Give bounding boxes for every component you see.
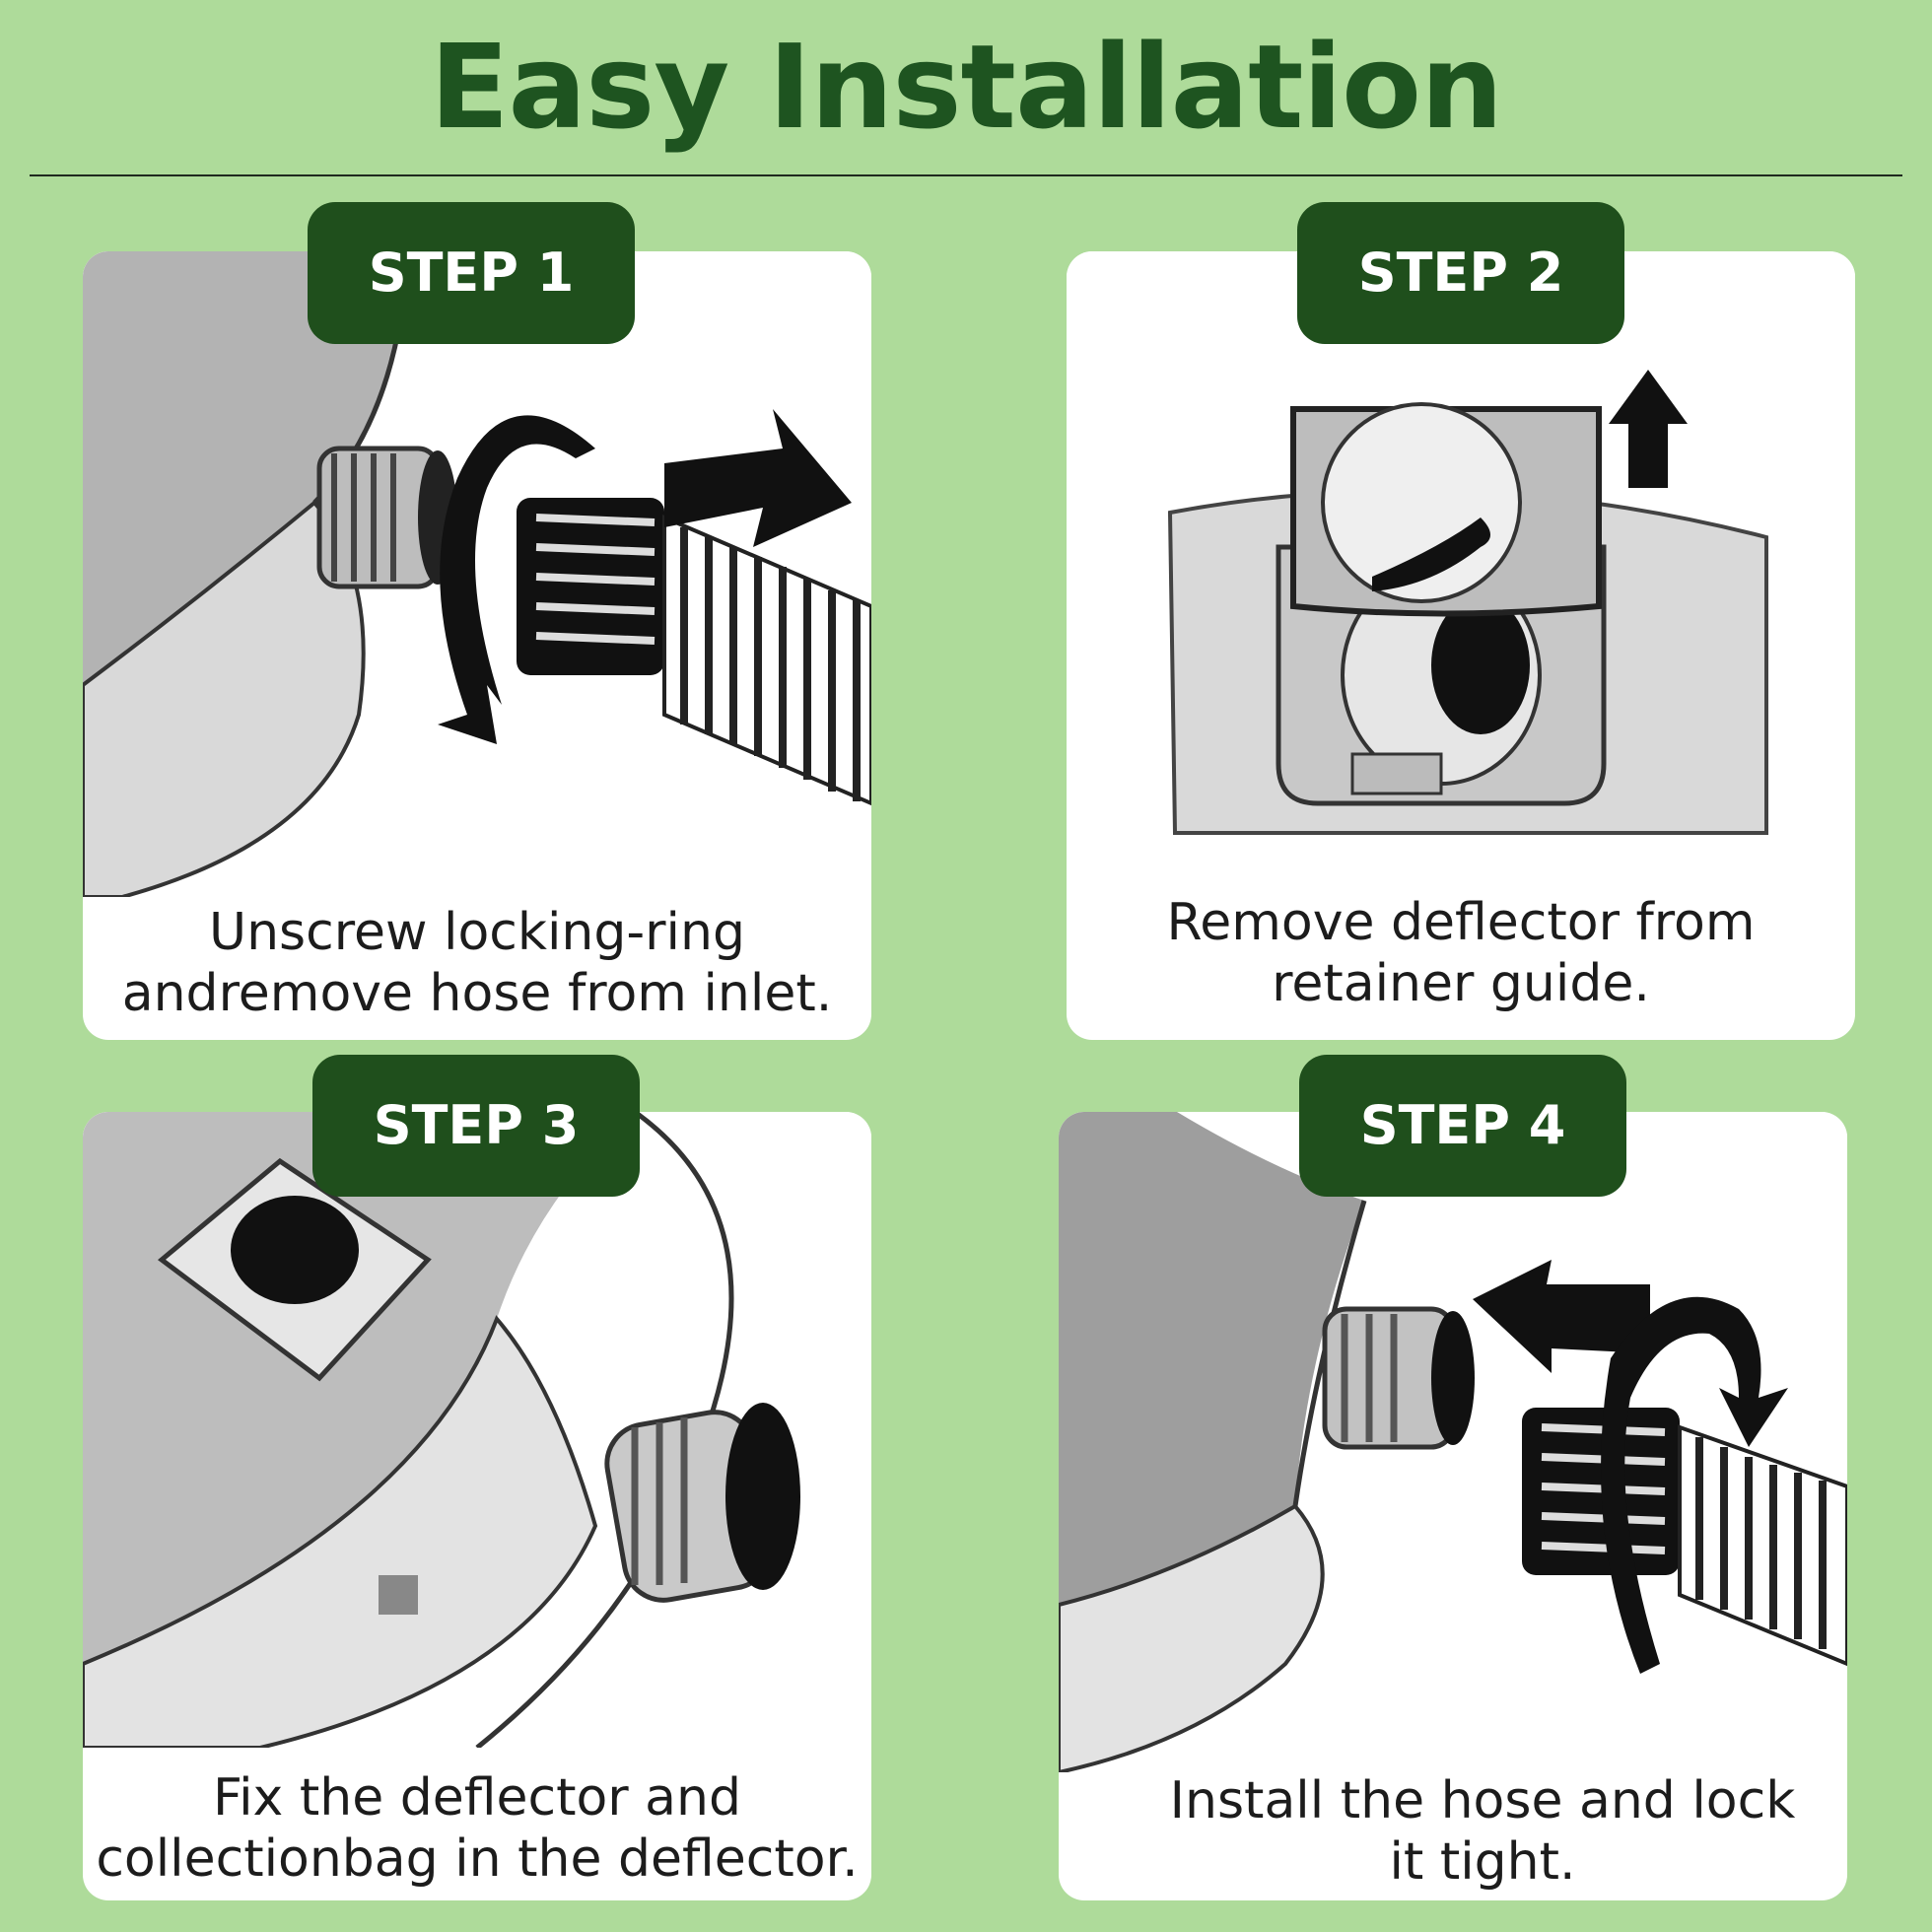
step-3-caption-line-1: Fix the deflector and <box>212 1768 742 1828</box>
inlet-threads <box>316 446 457 589</box>
step-1-card: Unscrew locking-ring andremove hose from… <box>83 251 871 1040</box>
step-3-illustration <box>83 1112 871 1748</box>
step-3-card: Fix the deflector and collectionbag in t… <box>83 1112 871 1900</box>
hose <box>1678 1424 1847 1667</box>
arrow-up-icon <box>1609 370 1688 488</box>
hose-connector <box>1522 1408 1680 1575</box>
step-3-caption-line-2: collectionbag in the deflector. <box>96 1829 859 1889</box>
step-1-caption-line-2: andremove hose from inlet. <box>121 964 833 1023</box>
deflector-slot <box>157 1157 432 1382</box>
step-2-caption-line-1: Remove deflector from <box>1166 893 1756 952</box>
title-divider <box>30 174 1902 176</box>
rotate-arrow <box>1601 1296 1788 1674</box>
hose <box>662 514 871 806</box>
step-1-badge: STEP 1 <box>308 202 635 344</box>
step-1-illustration <box>83 251 871 897</box>
step-4-caption-line-1: Install the hose and lock <box>1169 1771 1796 1830</box>
step-4-caption-line-2: it tight. <box>1389 1832 1576 1892</box>
step-1-caption-line-1: Unscrew locking-ring <box>209 903 745 962</box>
rotate-arrow <box>438 415 595 744</box>
step-2-caption-line-2: retainer guide. <box>1272 954 1650 1013</box>
arrow-left-icon <box>1473 1260 1650 1373</box>
page-title: Easy Installation <box>429 19 1503 155</box>
arrow-right-icon <box>664 409 852 547</box>
step-4-badge: STEP 4 <box>1299 1055 1626 1197</box>
step-4-card: Install the hose and lock it tight. <box>1059 1112 1847 1900</box>
inlet-threads <box>604 1403 800 1603</box>
step-4-illustration <box>1059 1112 1847 1772</box>
step-2-illustration <box>1067 251 1855 882</box>
hose-connector <box>517 498 664 675</box>
step-2-badge: STEP 2 <box>1297 202 1624 344</box>
step-3-badge: STEP 3 <box>312 1055 640 1197</box>
deflector <box>1290 402 1602 617</box>
step-2-card: Remove deflector from retainer guide. <box>1067 251 1855 1040</box>
inlet-threads <box>1322 1306 1475 1450</box>
